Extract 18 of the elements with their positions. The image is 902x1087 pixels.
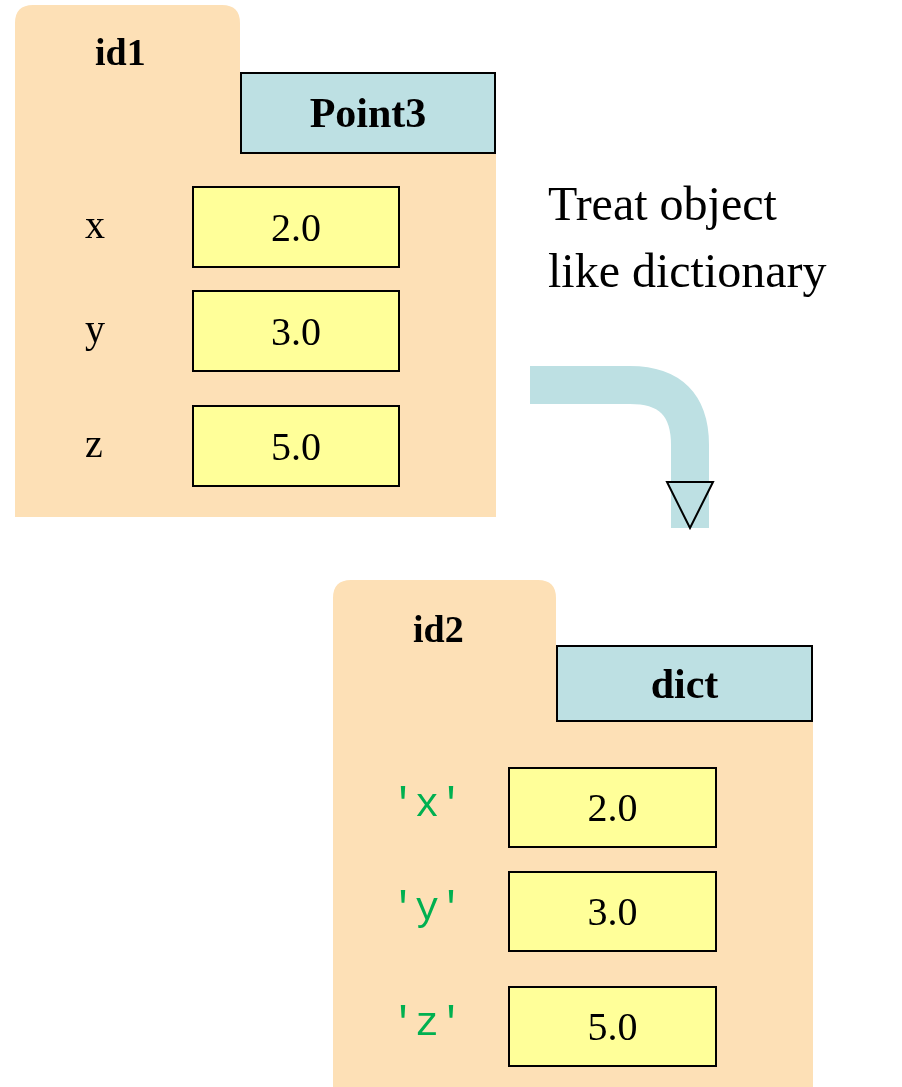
dictionary-key: 'x'	[391, 785, 463, 826]
value-box: 2.0	[192, 186, 400, 268]
attribute-name: z	[85, 424, 103, 464]
attribute-name: x	[85, 205, 105, 245]
dictionary-key: 'y'	[391, 889, 463, 930]
value-box: 3.0	[192, 290, 400, 372]
type-tab: dict	[556, 645, 813, 722]
value-box: 3.0	[508, 871, 717, 952]
value-box: 5.0	[192, 405, 400, 487]
value-box: 2.0	[508, 767, 717, 848]
dictionary-key: 'z'	[391, 1004, 463, 1045]
folder	[333, 580, 813, 1087]
attribute-name: y	[85, 309, 105, 349]
value-box: 5.0	[508, 986, 717, 1067]
folder-label: id2	[413, 610, 464, 648]
folder-label: id1	[95, 33, 146, 71]
type-tab: Point3	[240, 72, 496, 154]
folder	[15, 5, 496, 517]
